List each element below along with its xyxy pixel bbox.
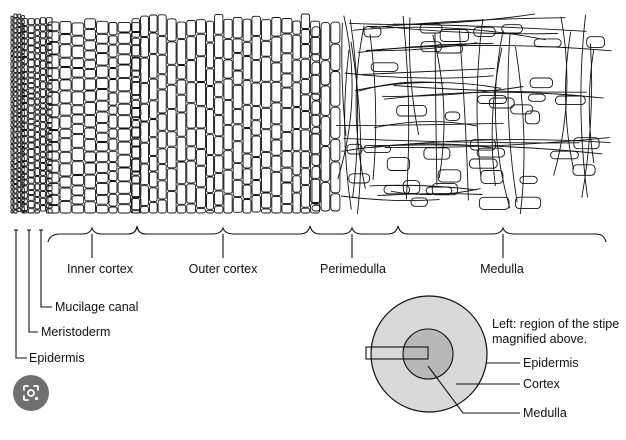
label-medulla: Medulla: [480, 262, 524, 276]
inset-label-epidermis: Epidermis: [523, 356, 579, 370]
image-search-icon: [23, 385, 39, 401]
left-leaders: [14, 229, 52, 359]
inset-note-line1: Left: region of the stipe: [492, 317, 619, 331]
stipe-tissue-illustration: [10, 13, 612, 215]
inset-label-medulla: Medulla: [523, 406, 567, 420]
label-perimedulla: Perimedulla: [320, 262, 386, 276]
label-meristoderm: Meristoderm: [41, 325, 110, 339]
region-ticks: [91, 234, 504, 258]
label-mucilage-canal: Mucilage canal: [55, 300, 138, 314]
label-inner-cortex: Inner cortex: [67, 262, 134, 276]
inset-note-line2: magnified above.: [492, 332, 587, 346]
inset-label-cortex: Cortex: [523, 377, 561, 391]
inset-magnified-region: [365, 346, 429, 360]
region-brace: [47, 225, 607, 243]
label-outer-cortex: Outer cortex: [189, 262, 259, 276]
label-epidermis: Epidermis: [29, 351, 85, 365]
image-search-button[interactable]: [13, 375, 49, 411]
stipe-cross-section-inset: [365, 295, 520, 414]
